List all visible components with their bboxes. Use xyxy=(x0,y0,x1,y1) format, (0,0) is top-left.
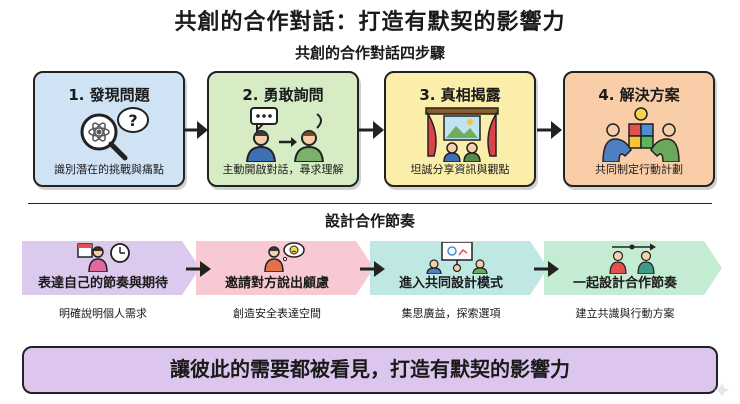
step-card-reveal: 3. 真相揭露 坦誠分享資訊與觀點 xyxy=(384,71,536,187)
step-desc: 坦誠分享資訊與觀點 xyxy=(410,163,510,176)
rhythm-step-title: 邀請對方說出顧慮 xyxy=(224,276,329,291)
curtain-reveal-icon xyxy=(425,107,499,162)
arrow-right-icon xyxy=(186,261,211,277)
svg-text:?: ? xyxy=(128,111,137,130)
step-title: 4. 解決方案 xyxy=(598,86,680,104)
rhythm-step-desc: 建立共識與行動方案 xyxy=(575,307,675,320)
section-divider xyxy=(28,203,712,204)
step-title: 2. 勇敢詢問 xyxy=(242,86,324,104)
magnifier-question-icon: ? xyxy=(80,107,149,161)
rhythm-step-together: 一起設計合作節奏 xyxy=(544,241,722,295)
rhythm-step-desc: 明確說明個人需求 xyxy=(59,307,147,320)
arrow-right-icon xyxy=(183,121,208,139)
team-whiteboard-icon xyxy=(426,242,488,274)
step-card-discover: 1. 發現問題 ? 識別潛在的挑戰與痛點 xyxy=(33,71,185,187)
duo-timeline-icon xyxy=(609,243,656,274)
rhythm-step-desc: 集思廣益，探索選項 xyxy=(401,307,501,320)
rhythm-step-desc: 創造安全表達空間 xyxy=(233,307,321,320)
puzzle-handshake-icon xyxy=(602,107,680,162)
step-desc: 識別潛在的挑戰與痛點 xyxy=(54,163,164,176)
step-card-ask: 2. 勇敢詢問 主動開啟對話，尋求理解 xyxy=(207,71,359,187)
step-desc: 共同制定行動計劃 xyxy=(595,163,683,176)
bottom-banner: 讓彼此的需要都被看見，打造有默契的影響力 xyxy=(22,346,718,394)
person-worried-thought-icon xyxy=(264,242,305,272)
rhythm-step-title: 進入共同設計模式 xyxy=(398,276,503,291)
sparkle-icon xyxy=(714,382,730,398)
arrow-right-icon xyxy=(359,121,384,139)
rhythm-step-invite: 邀請對方說出顧慮 xyxy=(196,241,374,295)
banner-text: 讓彼此的需要都被看見，打造有默契的影響力 xyxy=(170,357,570,381)
page-title: 共創的合作對話：打造有默契的影響力 xyxy=(174,10,566,35)
step-title: 1. 發現問題 xyxy=(68,86,150,104)
step-desc: 主動開啟對話，尋求理解 xyxy=(222,163,344,176)
speech-listen-icon xyxy=(245,107,325,162)
section-heading-steps: 共創的合作對話四步驟 xyxy=(294,44,445,62)
section-heading-rhythm: 設計合作節奏 xyxy=(324,212,415,230)
rhythm-step-express: 表達自己的節奏與期待 xyxy=(22,241,200,295)
step-card-solution: 4. 解決方案 共同制定行動計劃 xyxy=(563,71,715,187)
arrow-right-icon xyxy=(534,261,559,277)
rhythm-step-title: 表達自己的節奏與期待 xyxy=(37,276,168,291)
arrow-right-icon xyxy=(360,261,385,277)
rhythm-step-title: 一起設計合作節奏 xyxy=(572,276,677,291)
arrow-right-icon xyxy=(537,121,562,139)
person-calendar-clock-icon xyxy=(77,243,130,272)
rhythm-step-codesign: 進入共同設計模式 xyxy=(370,241,548,295)
step-title: 3. 真相揭露 xyxy=(419,86,501,104)
